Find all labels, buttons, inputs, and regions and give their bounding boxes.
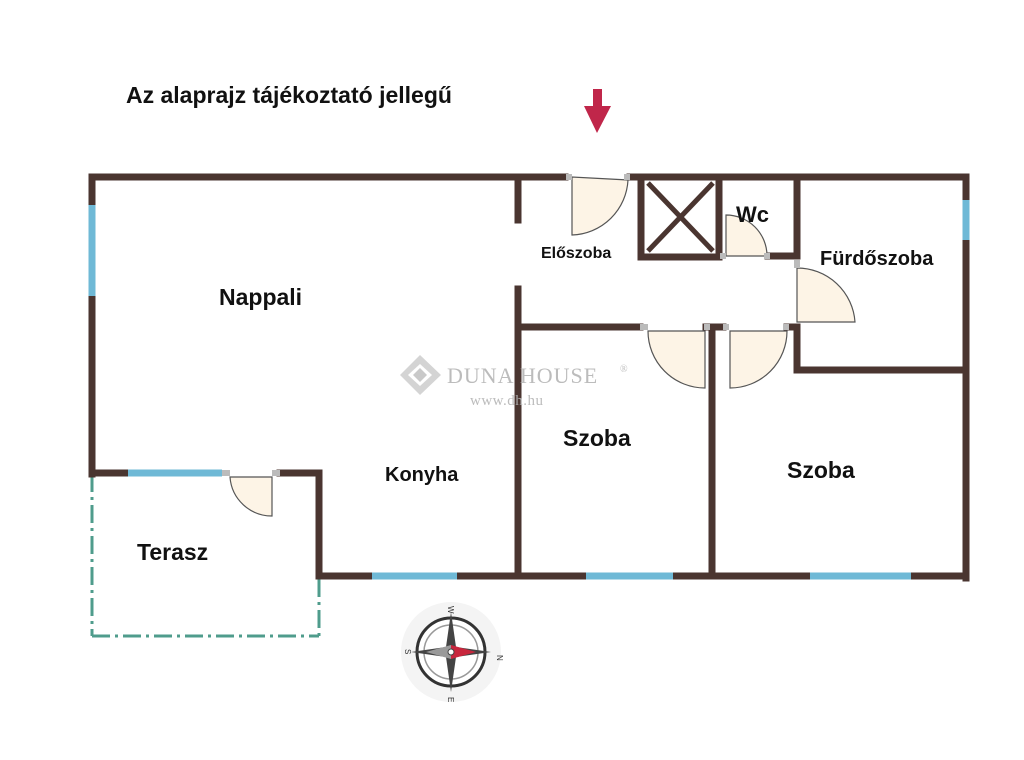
duna-house-watermark: DUNA HOUSE ® www.dh.hu [400, 355, 628, 409]
compass-icon: N S E W [401, 602, 504, 702]
compass-west: W [446, 606, 455, 614]
terrace-outline [90, 474, 321, 638]
bedroom-1-door [647, 330, 706, 389]
room-label-nappali: Nappali [219, 284, 302, 310]
room-label-konyha: Konyha [385, 464, 459, 486]
room-label-furdoszoba: Fürdőszoba [820, 248, 934, 270]
watermark-registered: ® [620, 364, 628, 375]
duna-house-logo-icon [400, 355, 441, 395]
door-frames [222, 174, 800, 476]
bedroom-2-door [729, 330, 788, 389]
terrace-door [229, 476, 273, 517]
ventilation-shaft-icon [646, 181, 715, 253]
wc-door [725, 214, 768, 257]
room-label-terasz: Terasz [137, 539, 208, 565]
watermark-url: www.dh.hu [470, 393, 544, 409]
compass-north: N [495, 655, 504, 661]
entrance-arrow-icon [584, 89, 611, 133]
compass-south: S [403, 649, 412, 654]
windows [88, 200, 970, 580]
bathroom-door [796, 267, 856, 323]
room-label-wc: Wc [736, 202, 769, 227]
room-label-szoba-1: Szoba [563, 425, 631, 451]
watermark-brand: DUNA HOUSE [447, 363, 598, 388]
compass-east: E [446, 697, 455, 702]
plan-disclaimer-heading: Az alaprajz tájékoztató jellegű [126, 82, 452, 108]
doors [229, 176, 856, 517]
entrance-door [571, 176, 629, 236]
room-label-eloszoba: Előszoba [541, 245, 611, 262]
room-label-szoba-2: Szoba [787, 457, 855, 483]
